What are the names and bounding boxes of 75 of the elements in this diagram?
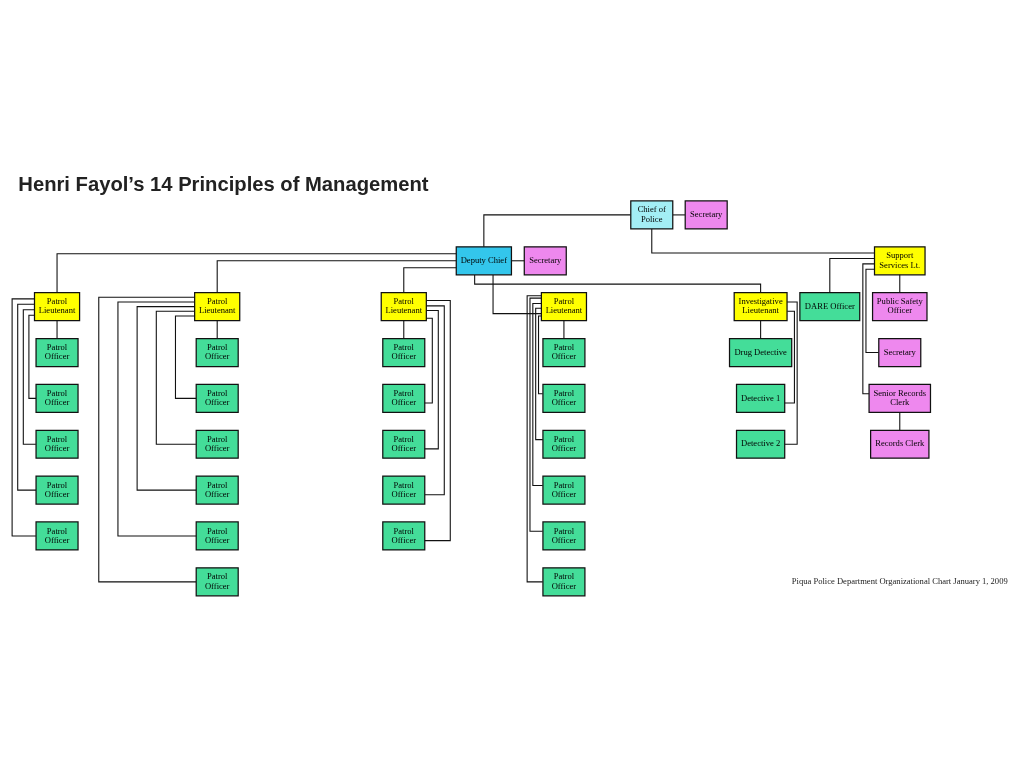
connector <box>492 274 542 315</box>
connector <box>423 310 439 450</box>
connector <box>828 257 875 293</box>
node-box: Patrol Officer <box>195 475 239 505</box>
node-box: Patrol Officer <box>34 521 79 551</box>
node-box: Secretary <box>523 246 567 276</box>
connector <box>534 307 543 441</box>
connector <box>861 263 875 395</box>
connector <box>531 303 543 486</box>
connector <box>116 301 197 537</box>
node-box: Patrol Officer <box>195 337 239 368</box>
connector <box>526 295 543 583</box>
node-box: Deputy Chief <box>455 246 512 276</box>
node-box: Patrol Lieutenant <box>380 292 427 322</box>
connector <box>423 299 451 542</box>
connector <box>402 267 457 294</box>
connector <box>473 274 761 294</box>
node-box: Support Services Lt. <box>873 246 926 276</box>
node-box: Patrol Officer <box>541 337 586 368</box>
node-box: Chief of Police <box>629 200 673 230</box>
connector <box>898 411 900 431</box>
connector <box>27 314 37 399</box>
connector <box>482 214 631 248</box>
connector <box>56 253 457 294</box>
node-box: Patrol Officer <box>34 337 79 368</box>
connector <box>423 317 433 404</box>
connector <box>650 228 875 254</box>
node-box: Patrol Lieutenant <box>540 292 587 322</box>
node-box: Patrol Officer <box>541 475 586 505</box>
node-box: Detective 1 <box>735 383 785 413</box>
node-box: Secretary <box>684 200 728 230</box>
node-box: Patrol Officer <box>541 429 586 459</box>
node-box: Patrol Lieutenant <box>193 292 240 322</box>
node-box: Secretary <box>877 337 921 368</box>
connector <box>216 260 457 294</box>
diagram-title: Henri Fayol’s 14 Principles of Management <box>17 172 428 195</box>
node-box: Patrol Lieutenant <box>33 292 80 322</box>
connector <box>537 315 543 395</box>
connector <box>22 309 36 445</box>
connector <box>783 310 795 404</box>
connector <box>155 310 196 445</box>
connector <box>423 305 445 496</box>
node-box: Drug Detective <box>728 337 792 368</box>
connector <box>671 214 685 216</box>
node-box: Patrol Officer <box>34 475 79 505</box>
connector <box>136 306 197 491</box>
node-box: Patrol Officer <box>541 383 586 413</box>
node-box: Records Clerk <box>869 429 930 459</box>
node-box: Detective 2 <box>735 429 785 459</box>
node-box: Patrol Officer <box>541 521 586 551</box>
connector <box>16 303 37 491</box>
connector <box>56 320 58 339</box>
node-box: Patrol Officer <box>541 567 586 597</box>
node-box: Patrol Officer <box>381 475 425 505</box>
node-box: Patrol Officer <box>195 429 239 459</box>
connector <box>11 298 36 537</box>
connector <box>528 297 543 532</box>
node-box: Patrol Officer <box>34 429 79 459</box>
connector <box>864 268 879 354</box>
label: Piqua Police Department Organizational Chart January 1, 2009 <box>791 576 1008 587</box>
node-box: Public Safety Officer <box>871 292 928 322</box>
node-box: DARE Officer <box>798 292 860 322</box>
node-box: Senior Records Clerk <box>867 383 931 413</box>
node-box: Patrol Officer <box>381 383 425 413</box>
node-box: Patrol Officer <box>195 521 239 551</box>
node-box: Patrol Officer <box>195 567 239 597</box>
node-box: Patrol Officer <box>34 383 79 413</box>
node-box: Investigative Lieutenant <box>733 292 788 322</box>
node-box: Patrol Officer <box>381 429 425 459</box>
node-box: Patrol Officer <box>381 337 425 368</box>
connector <box>562 320 564 339</box>
connector <box>174 315 197 399</box>
node-box: Patrol Officer <box>381 521 425 551</box>
node-box: Patrol Officer <box>195 383 239 413</box>
connector <box>97 296 197 583</box>
